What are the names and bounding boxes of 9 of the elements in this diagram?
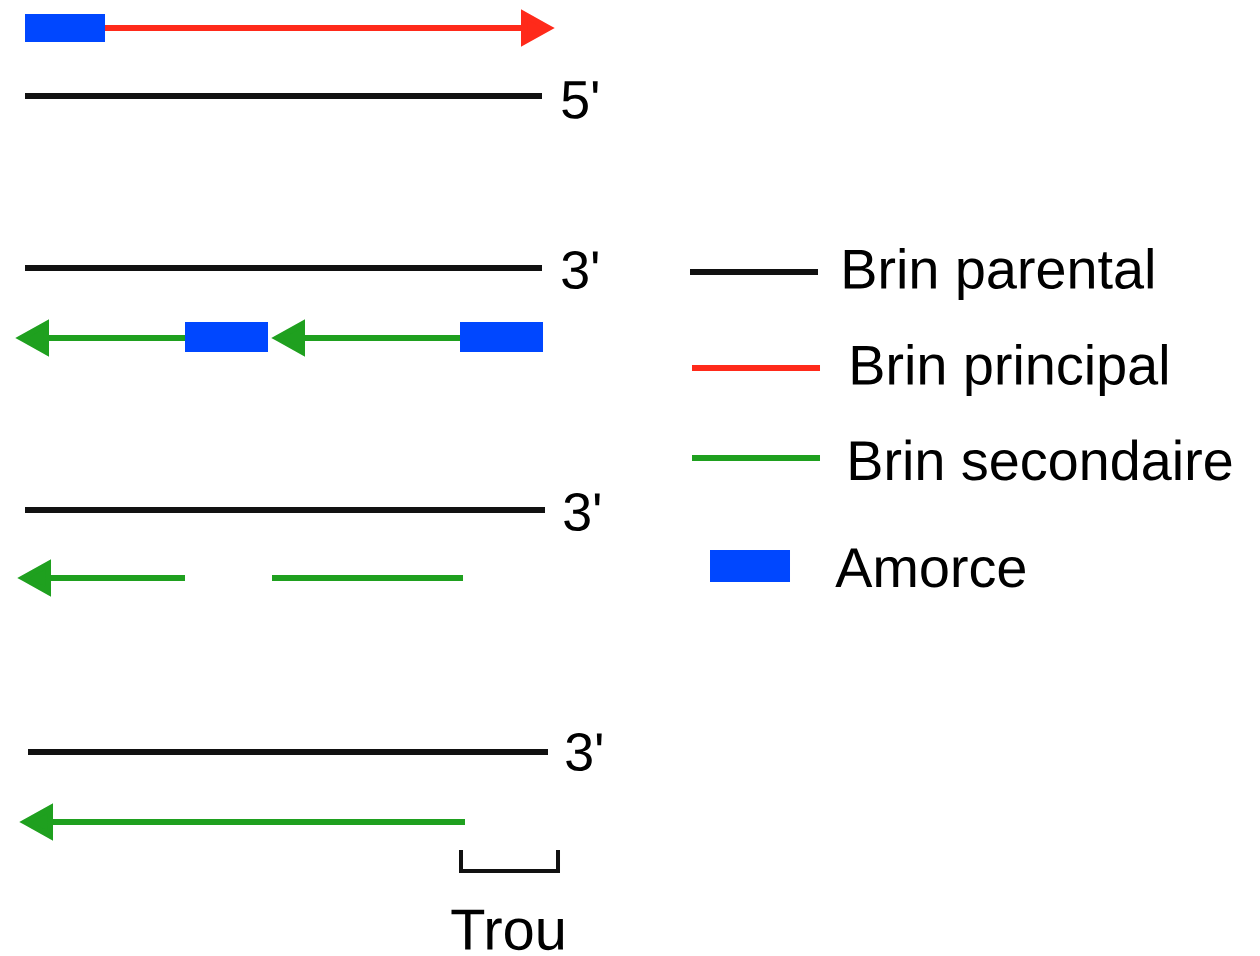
gap-label: Trou [451, 909, 564, 951]
legend-label: Brin principal [852, 344, 1167, 396]
end-label: 3' [562, 250, 598, 290]
legend-label: Brin parental [844, 248, 1153, 300]
end-label: 3' [564, 492, 600, 532]
end-label: 3' [566, 732, 602, 772]
legend-label: Brin secondaire [850, 439, 1232, 481]
end-label: 5' [562, 81, 598, 119]
legend-label: Amorce [835, 548, 1025, 588]
